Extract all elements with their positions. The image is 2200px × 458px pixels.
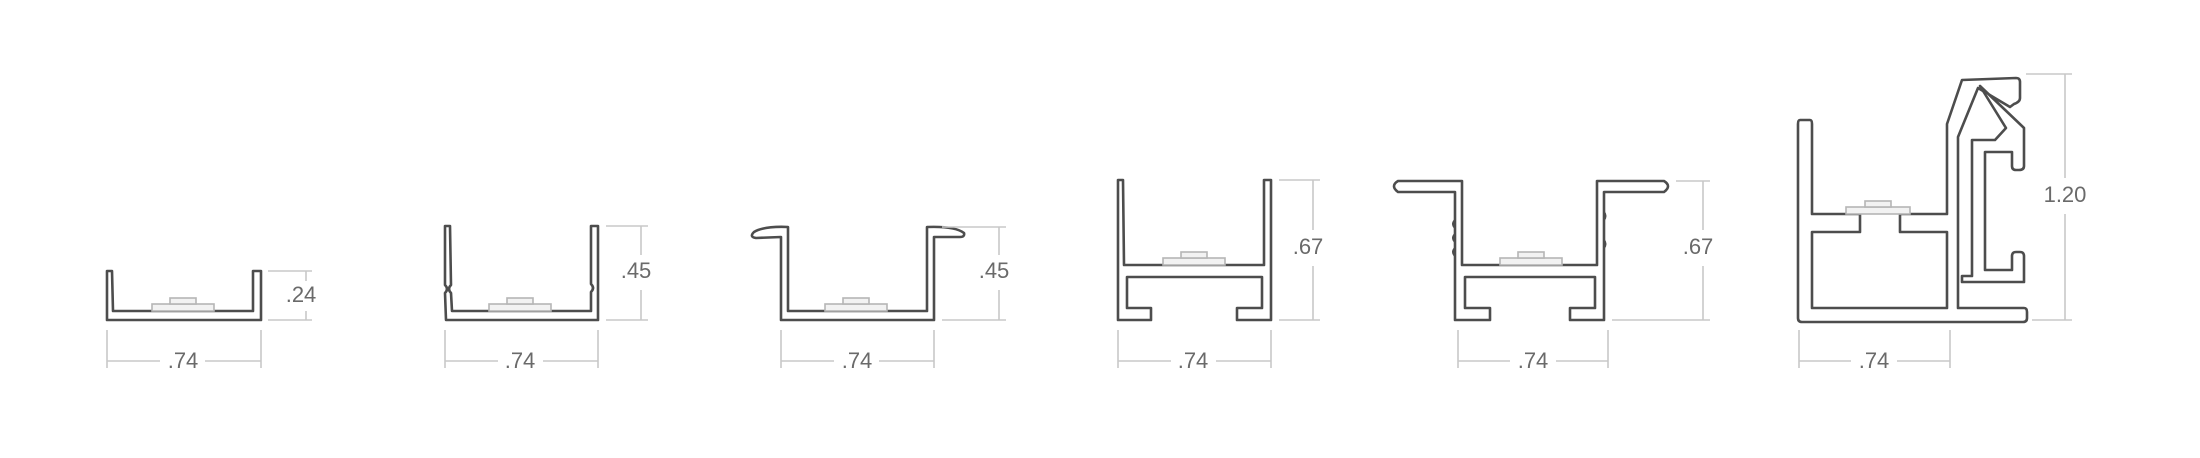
profile-6: 1.20 .74 — [1796, 73, 2087, 373]
width-dimension-line — [1457, 330, 1609, 368]
width-label: .74 — [1859, 348, 1890, 373]
height-label: .45 — [979, 258, 1010, 283]
profile-outline — [1392, 179, 1670, 322]
width-label: .74 — [168, 348, 199, 373]
profile-3: .45 .74 — [750, 225, 1010, 373]
led-chip-icon — [169, 297, 197, 305]
led-chip-icon — [1517, 251, 1545, 259]
width-dimension-line — [1798, 330, 1951, 368]
profile-outline — [1796, 76, 2029, 324]
led-chip-icon — [1864, 200, 1892, 208]
height-label: .67 — [1683, 234, 1714, 259]
height-dimension-line — [1612, 180, 1710, 321]
height-label: .24 — [286, 282, 317, 307]
profile-4: .67 .74 — [1116, 178, 1324, 373]
led-chip-icon — [1180, 251, 1208, 259]
width-label: .74 — [505, 348, 536, 373]
height-dimension-line — [268, 270, 312, 321]
width-label: .74 — [1178, 348, 1209, 373]
height-label: .45 — [621, 258, 652, 283]
profile-outline — [443, 224, 600, 322]
width-dimension-line — [444, 330, 599, 368]
height-label: .67 — [1293, 234, 1324, 259]
height-label: 1.20 — [2044, 182, 2087, 207]
width-dimension-line — [1117, 330, 1272, 368]
profile-outline — [105, 269, 263, 322]
width-dimension-line — [780, 330, 935, 368]
height-dimension-line — [606, 225, 648, 321]
led-chip-icon — [1162, 257, 1226, 266]
led-chip-icon — [506, 297, 534, 305]
grip-ridges — [1452, 211, 1607, 257]
led-chip-icon — [1499, 257, 1563, 266]
width-label: .74 — [1518, 348, 1549, 373]
profile-5: .67 .74 — [1392, 179, 1714, 373]
height-dimension-line — [2026, 73, 2072, 321]
led-chip-icon — [151, 303, 215, 312]
height-dimension-line — [942, 226, 1006, 321]
profile-2: .45 .74 — [443, 224, 652, 373]
lens-clip-outline — [1960, 84, 2026, 284]
width-label: .74 — [842, 348, 873, 373]
led-chip-icon — [842, 297, 870, 305]
profile-outline — [750, 225, 966, 322]
profile-1: .24 .74 — [105, 269, 317, 373]
led-chip-icon — [488, 303, 552, 312]
led-chip-icon — [824, 303, 888, 312]
height-dimension-line — [1279, 179, 1320, 321]
profile-outline — [1116, 178, 1273, 322]
led-chip-icon — [1845, 206, 1911, 215]
width-dimension-line — [106, 330, 262, 368]
